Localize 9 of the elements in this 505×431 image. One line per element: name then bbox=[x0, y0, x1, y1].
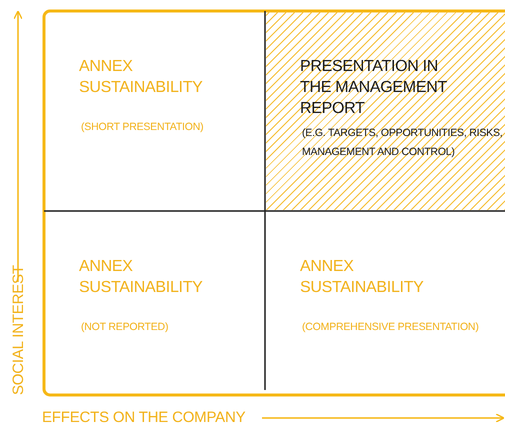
axis-label: EFFECTS ON THE COMPANY bbox=[42, 409, 246, 426]
quadrant-description: (COMPREHENSIVE PRESENTATION) bbox=[302, 320, 480, 335]
quadrant-description: (SHORT PRESENTATION) bbox=[81, 120, 204, 135]
quadrant-heading: ANNEX SUSTAINABILITY bbox=[79, 57, 204, 98]
quadrant-heading: ANNEX SUSTAINABILITY bbox=[300, 257, 425, 298]
hatched-quadrant bbox=[266, 12, 505, 210]
axis-label: SOCIAL INTEREST bbox=[10, 265, 27, 395]
quadrant-heading: ANNEX SUSTAINABILITY bbox=[79, 257, 204, 298]
quadrant-description: (NOT REPORTED) bbox=[81, 320, 170, 335]
